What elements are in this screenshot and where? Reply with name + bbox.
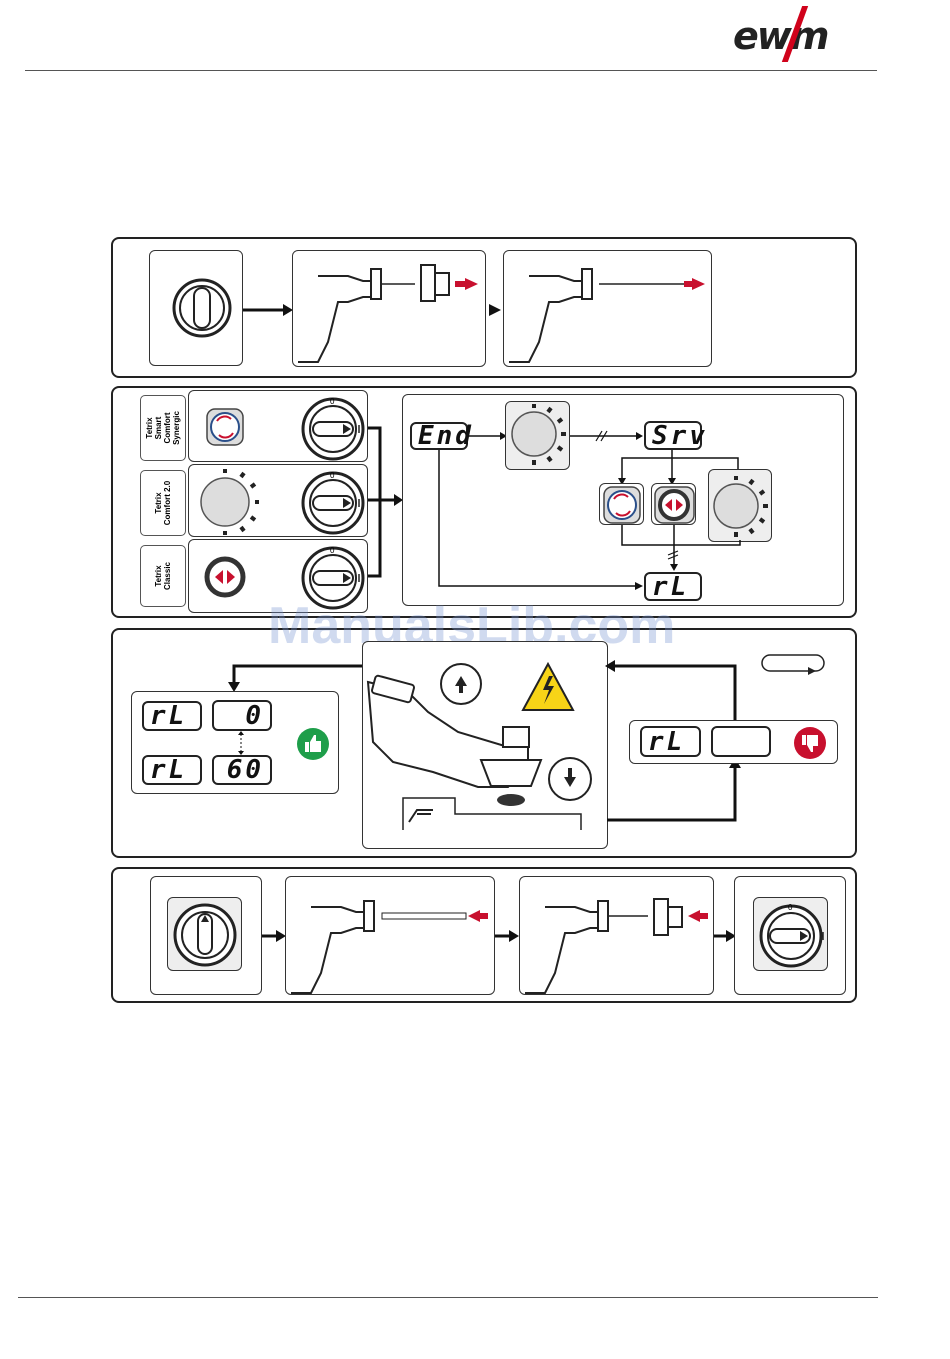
liner-insert-icon bbox=[286, 877, 496, 996]
svg-text:0: 0 bbox=[330, 397, 335, 406]
liner-remove-icon bbox=[504, 251, 713, 368]
bracket-merge-arrow bbox=[368, 424, 404, 580]
thumbs-up-icon bbox=[296, 727, 330, 761]
torch-trigger-icon bbox=[363, 642, 609, 850]
ewm-logo: ewm bbox=[733, 14, 827, 58]
arrow-right-1 bbox=[243, 302, 293, 318]
row-smart-synergic: 0 bbox=[188, 390, 368, 462]
torch-neck-remove-box bbox=[292, 250, 486, 367]
select-button-box bbox=[651, 483, 696, 525]
torch-neck-mount-box bbox=[519, 876, 714, 995]
liner-insert-box bbox=[285, 876, 495, 995]
footer-rule bbox=[18, 1297, 878, 1298]
display-value-1: 0 bbox=[212, 700, 272, 731]
main-switch-frame bbox=[167, 897, 242, 971]
main-switch-off-icon-2 bbox=[168, 898, 243, 972]
display-value-3 bbox=[711, 726, 771, 757]
switch-on-icon-2: 0 bbox=[299, 467, 369, 537]
switch-on-icon-1: 0 bbox=[299, 393, 369, 463]
display-srv: Srv bbox=[644, 421, 702, 450]
torch-trigger-box bbox=[362, 641, 608, 849]
display-end: End bbox=[410, 422, 468, 450]
row-comfort-2: 0 bbox=[188, 464, 368, 537]
arrow-right-4 bbox=[495, 928, 519, 944]
arrow-knob-to-srv bbox=[570, 430, 644, 444]
torch-neck-mount-icon bbox=[520, 877, 715, 996]
display-value-2: 60 bbox=[212, 755, 272, 785]
main-switch-box bbox=[149, 250, 243, 366]
svg-text:0: 0 bbox=[330, 546, 335, 555]
loop-end-to-rl bbox=[436, 450, 646, 590]
arrow-right-2 bbox=[487, 302, 503, 318]
label-comfort-2: Tetrix Comfort 2.0 bbox=[140, 470, 186, 536]
display-rl-1: rL bbox=[142, 701, 202, 731]
main-switch-off-icon bbox=[150, 251, 244, 367]
main-switch-frame-2: 0 bbox=[753, 897, 828, 971]
range-indicator bbox=[236, 731, 246, 755]
arrow-to-results bbox=[228, 664, 368, 694]
thumbs-down-icon bbox=[793, 726, 827, 760]
repeat-loop-icon bbox=[760, 651, 828, 675]
arrow-right-5 bbox=[714, 928, 736, 944]
svg-text:0: 0 bbox=[330, 471, 335, 480]
label-classic: Tetrix Classic bbox=[140, 545, 186, 607]
label-smart-comfort-synergic: Tetrix Smart Comfort Synergic bbox=[140, 395, 186, 461]
header-rule bbox=[25, 70, 877, 71]
main-switch-box-2 bbox=[150, 876, 262, 995]
main-switch-box-3: 0 bbox=[734, 876, 846, 995]
display-rl-3: rL bbox=[640, 726, 701, 757]
liner-remove-box bbox=[503, 250, 712, 367]
svg-text:0: 0 bbox=[788, 903, 793, 912]
arrow-end-to-knob bbox=[468, 430, 508, 442]
torch-neck-icon bbox=[293, 251, 487, 368]
display-rl-2: rL bbox=[142, 755, 202, 785]
select-button-icon-2 bbox=[652, 484, 697, 526]
main-switch-on-icon: 0 bbox=[754, 898, 829, 972]
arrow-right-3 bbox=[262, 928, 286, 944]
